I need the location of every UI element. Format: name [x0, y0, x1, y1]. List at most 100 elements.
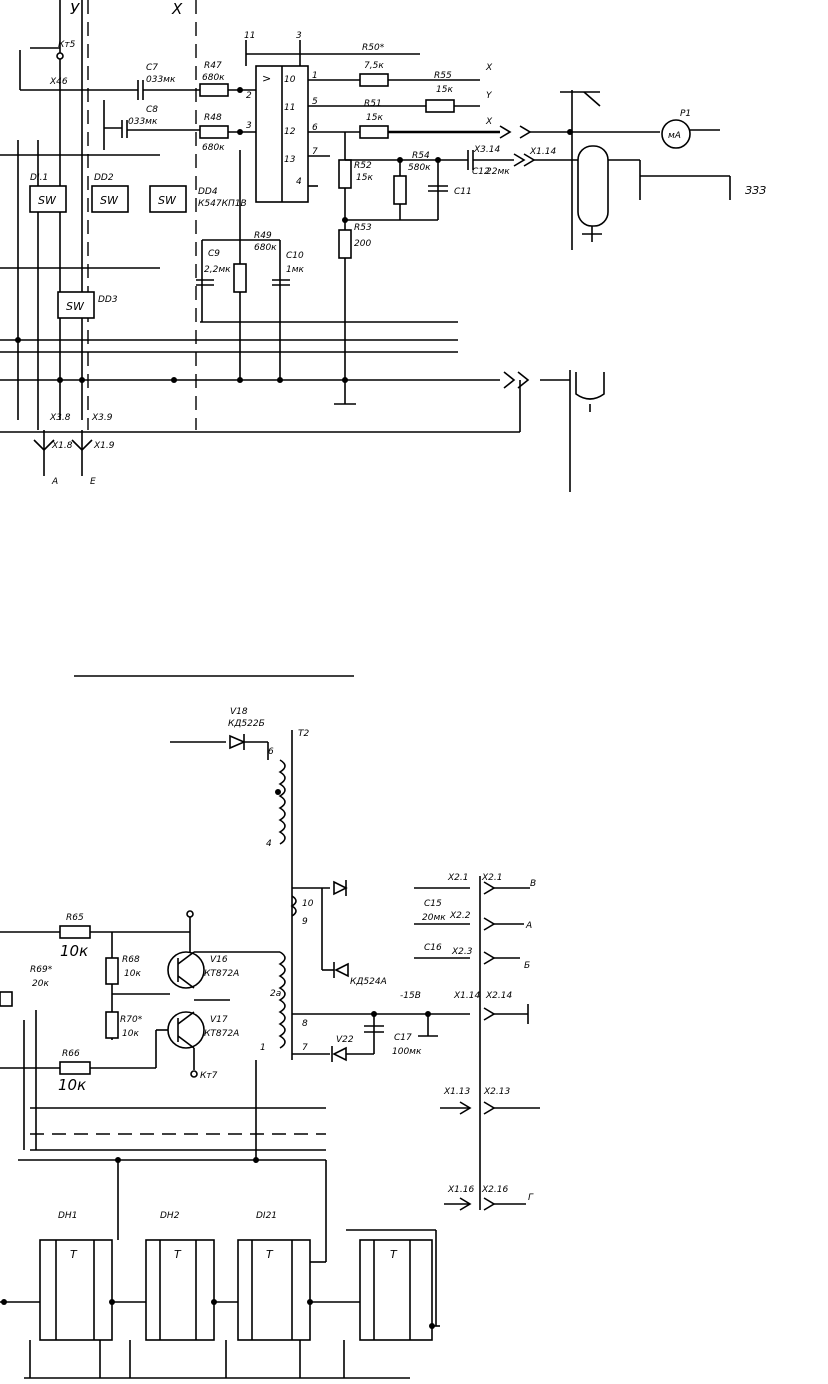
junction-dot — [397, 157, 403, 163]
r65-label: R65 — [66, 913, 84, 923]
pin-label: 9 — [302, 917, 308, 927]
r52-label: R52 — [354, 161, 372, 171]
output-g-label: Г — [528, 1193, 534, 1203]
transformer-winding — [278, 951, 286, 1049]
x1-14b-label: X1.14 — [453, 991, 480, 1001]
r50-value: 7,5к — [364, 61, 384, 71]
resistor-r52 — [338, 159, 352, 189]
junction-dot — [342, 377, 348, 383]
c15-value: 20мк — [422, 913, 446, 923]
junction-dot — [79, 377, 85, 383]
meter-unit: мА — [668, 131, 681, 141]
c8-value: 033мк — [128, 117, 158, 127]
r66-label: R66 — [62, 1049, 80, 1059]
pin-label: 1 — [312, 71, 318, 81]
resistor-r66 — [59, 1061, 91, 1075]
connector-chevron — [503, 371, 516, 389]
dd2-label: DD2 — [94, 173, 114, 183]
r52-value: 15к — [356, 173, 373, 183]
r51-value: 15к — [366, 113, 383, 123]
r68-label: R68 — [122, 955, 140, 965]
pin-label: 10 — [284, 75, 296, 85]
input-connector — [0, 991, 13, 1007]
p1-label: P1 — [680, 109, 691, 119]
resistor-r68 — [105, 957, 119, 985]
r65-value: 10к — [60, 942, 88, 960]
transformer-winding — [278, 759, 286, 845]
output-b2-label: Б — [524, 961, 530, 971]
dd4-type: К547КП1В — [198, 199, 247, 209]
transistor-collector — [177, 1011, 195, 1025]
switch-chip-dd4 — [149, 185, 187, 213]
pin-label: 6 — [312, 123, 318, 133]
junction-dot — [237, 87, 243, 93]
connector-chevron — [483, 917, 496, 931]
dd121-label: DI21 — [256, 1211, 277, 1221]
r69-value: 20к — [32, 979, 49, 989]
switch-chip-dd1 — [29, 185, 67, 213]
junction-dot — [371, 1011, 377, 1017]
x2-1-label: X2.1 — [481, 873, 502, 883]
column-label-x: Х — [171, 0, 183, 18]
x1-13-label: X1.13 — [443, 1087, 470, 1097]
pin-label: 8 — [302, 1019, 308, 1029]
pin-label: 6 — [268, 747, 274, 757]
switch-chip-dd2 — [91, 185, 129, 213]
junction-dot — [253, 1157, 259, 1163]
junction-dot — [15, 337, 21, 343]
resistor-r49 — [233, 263, 247, 293]
c11-label: C11 — [454, 187, 472, 197]
x46-label: X46 — [49, 77, 68, 87]
pin-label: 7 — [302, 1043, 308, 1053]
neg15-label: -15В — [400, 991, 421, 1001]
c15-label: C15 — [424, 899, 442, 909]
x1-16-label: X1.16 — [447, 1185, 474, 1195]
junction-dot — [171, 377, 177, 383]
pin-label: 4 — [266, 839, 272, 849]
junction-dot — [435, 157, 441, 163]
test-point — [186, 910, 194, 918]
chip-t-label: T — [266, 1248, 274, 1261]
dd3-label: DD3 — [98, 295, 118, 305]
c10-value: 1мк — [286, 265, 305, 275]
connector-chevron — [483, 951, 496, 965]
arrow-icon — [459, 1197, 472, 1211]
connector-chevron — [483, 1197, 496, 1211]
kt7-label: Кт7 — [200, 1071, 218, 1081]
x1-14-label: X1.14 — [529, 147, 556, 157]
resistor-r65 — [59, 925, 91, 939]
resistor-r48 — [199, 125, 229, 139]
junction-dot — [109, 1299, 115, 1305]
connector-chevron — [519, 125, 532, 139]
transistor-collector — [177, 951, 195, 965]
diode-v22 — [332, 1046, 347, 1062]
chip-t-label: T — [174, 1248, 182, 1261]
test-point-kt5 — [56, 52, 64, 60]
r47-value: 680к — [202, 73, 225, 83]
transistor-v16 — [167, 951, 205, 989]
switch-chip-label: SW — [100, 194, 119, 207]
c12-value: 22мк — [486, 167, 510, 177]
junction-dot — [57, 377, 63, 383]
r54-value: 580к — [408, 163, 431, 173]
column-label-y: У — [70, 0, 80, 18]
r51-label: R51 — [364, 99, 382, 109]
flipflop-dh1 — [39, 1239, 113, 1341]
connector-chevron — [499, 125, 512, 139]
pin-label: 12 — [284, 127, 296, 137]
connector-chevron — [513, 153, 526, 167]
dh1-label: DH1 — [58, 1211, 77, 1221]
r50-label: R50* — [362, 43, 385, 53]
resistor-r50 — [359, 73, 389, 87]
v18-label: V18 — [230, 707, 248, 717]
junction-dot — [1, 1299, 7, 1305]
pin-label: 5 — [312, 97, 318, 107]
r70-value: 10к — [122, 1029, 139, 1039]
kt5-label: Кт5 — [58, 40, 76, 50]
c17-value: 100мк — [392, 1047, 422, 1057]
x2-2-label: X2.2 — [449, 911, 471, 921]
connector-chevron — [483, 1101, 496, 1115]
resistor-r51 — [359, 125, 389, 139]
diode — [333, 880, 348, 896]
switch-chip-dd3 — [57, 291, 95, 319]
